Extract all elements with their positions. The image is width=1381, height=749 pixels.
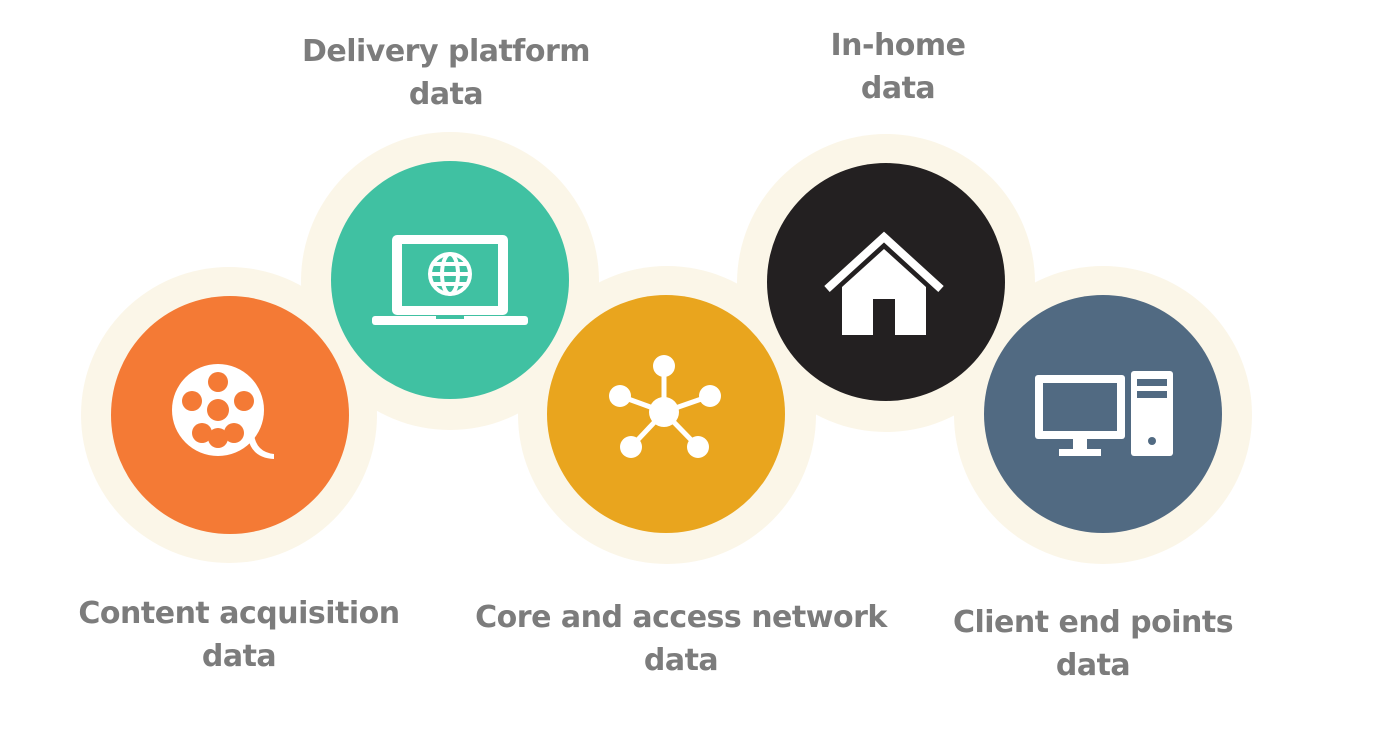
label-client-end-points: Client end points data xyxy=(938,601,1248,687)
label-in-home: In-home data xyxy=(748,24,1048,110)
label-line: data xyxy=(643,643,719,678)
desktop-computer-icon xyxy=(1035,371,1173,456)
label-content-acquisition: Content acquisition data xyxy=(64,592,414,678)
laptop-globe-icon xyxy=(372,235,528,325)
label-line: data xyxy=(408,77,484,112)
node-in-home xyxy=(767,163,1005,401)
label-line: Client end points xyxy=(952,605,1234,640)
label-delivery-platform: Delivery platform data xyxy=(296,30,596,116)
network-hub-icon xyxy=(609,355,721,458)
house-icon xyxy=(824,231,944,335)
label-core-access-network: Core and access network data xyxy=(466,596,896,682)
label-line: data xyxy=(201,639,277,674)
node-delivery-platform xyxy=(331,161,569,399)
node-core-access-network xyxy=(547,295,785,533)
film-reel-icon xyxy=(172,364,274,459)
label-line: Delivery platform xyxy=(301,34,591,69)
label-line: In-home xyxy=(830,28,966,63)
node-client-end-points xyxy=(984,295,1222,533)
node-content-acquisition xyxy=(111,296,349,534)
label-line: data xyxy=(860,71,936,106)
label-line: Core and access network xyxy=(475,600,887,635)
label-line: data xyxy=(1055,648,1131,683)
label-line: Content acquisition xyxy=(78,596,400,631)
